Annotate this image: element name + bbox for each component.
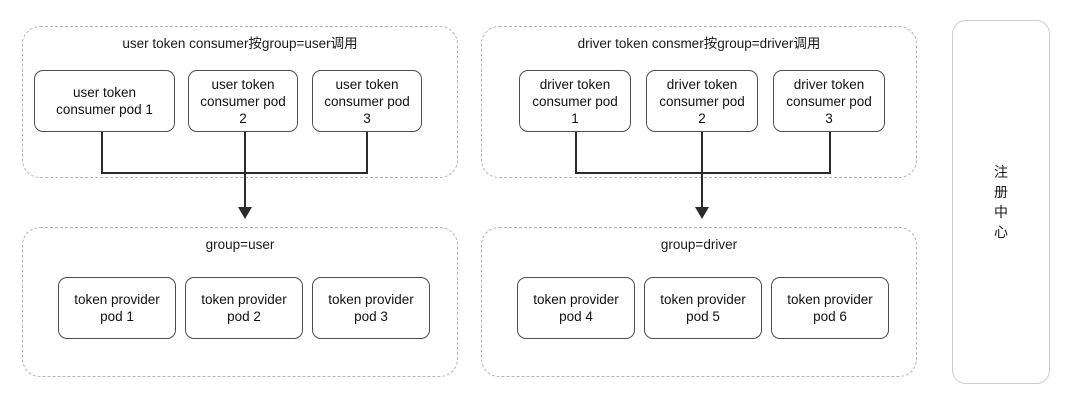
node-line-1: driver token (666, 76, 738, 92)
user-token-consumer-pod-1[interactable]: user token consumer pod 1 (34, 70, 175, 132)
node-line-2: pod 3 (354, 309, 388, 324)
token-provider-pod-3[interactable]: token provider pod 3 (312, 277, 430, 339)
connector-driver-trunk (701, 132, 703, 208)
registry-center-label: 注 册 中 心 (994, 162, 1008, 242)
group-user-consumers: user token consumer按group=user调用 (22, 26, 458, 178)
token-provider-pod-1[interactable]: token provider pod 1 (58, 277, 176, 339)
group-driver-providers: group=driver (481, 227, 917, 377)
registry-center-panel[interactable]: 注 册 中 心 (952, 20, 1050, 384)
token-provider-pod-4[interactable]: token provider pod 4 (517, 277, 635, 339)
node-line-2: consumer pod (200, 93, 286, 109)
node-line-1: token provider (328, 292, 414, 307)
connector-driver-pod3-drop (829, 132, 831, 173)
node-line-1: driver token (793, 76, 865, 92)
connector-driver-pod1-drop (575, 132, 577, 173)
node-line-2: pod 5 (686, 309, 720, 324)
node-line-1: user token (211, 76, 275, 92)
node-line-1: token provider (787, 292, 873, 307)
node-line-3: 3 (825, 110, 833, 126)
node-line-2: pod 6 (813, 309, 847, 324)
group-driver-providers-title: group=driver (660, 237, 738, 252)
group-driver-consumers: driver token consmer按group=driver调用 (481, 26, 917, 178)
driver-token-consumer-pod-2[interactable]: driver token consumer pod 2 (646, 70, 758, 132)
node-line-1: token provider (660, 292, 746, 307)
node-line-2: consumer pod (532, 93, 618, 109)
registry-char-3: 中 (994, 204, 1008, 220)
node-line-3: 3 (363, 110, 371, 126)
node-line-1: user token (335, 76, 399, 92)
registry-char-4: 心 (994, 224, 1008, 240)
user-token-consumer-pod-2[interactable]: user token consumer pod 2 (188, 70, 298, 132)
node-line-1: driver token (539, 76, 611, 92)
group-driver-consumers-title: driver token consmer按group=driver调用 (577, 36, 821, 51)
group-user-providers: group=user (22, 227, 458, 377)
token-provider-pod-2[interactable]: token provider pod 2 (185, 277, 303, 339)
arrowhead-user-to-providers (238, 207, 252, 219)
node-line-1: token provider (533, 292, 619, 307)
group-user-providers-title: group=user (205, 237, 275, 252)
node-line-2: pod 4 (559, 309, 593, 324)
connector-user-pod3-drop (366, 132, 368, 173)
driver-token-consumer-pod-3[interactable]: driver token consumer pod 3 (773, 70, 885, 132)
group-user-consumers-title: user token consumer按group=user调用 (122, 36, 358, 51)
driver-token-consumer-pod-1[interactable]: driver token consumer pod 1 (519, 70, 631, 132)
token-provider-pod-5[interactable]: token provider pod 5 (644, 277, 762, 339)
registry-char-1: 注 (994, 164, 1008, 180)
node-line-2: pod 2 (227, 309, 261, 324)
node-line-2: pod 1 (100, 309, 134, 324)
registry-char-2: 册 (994, 184, 1008, 200)
arrowhead-driver-to-providers (695, 207, 709, 219)
user-token-consumer-pod-3[interactable]: user token consumer pod 3 (312, 70, 422, 132)
node-line-3: 2 (698, 110, 706, 126)
node-line-2: consumer pod (659, 93, 745, 109)
node-line-2: consumer pod (786, 93, 872, 109)
node-line-1: token provider (201, 292, 287, 307)
connector-user-pod1-drop (101, 132, 103, 173)
node-line-3: 2 (239, 110, 247, 126)
node-line-1: user token (72, 85, 137, 100)
connector-driver-bus (575, 172, 831, 174)
node-line-3: 1 (571, 110, 579, 126)
connector-user-trunk (244, 132, 246, 208)
connector-user-bus (101, 172, 368, 174)
node-line-1: token provider (74, 292, 160, 307)
node-line-2: consumer pod (324, 93, 410, 109)
node-line-2: consumer pod 1 (56, 102, 153, 117)
token-provider-pod-6[interactable]: token provider pod 6 (771, 277, 889, 339)
